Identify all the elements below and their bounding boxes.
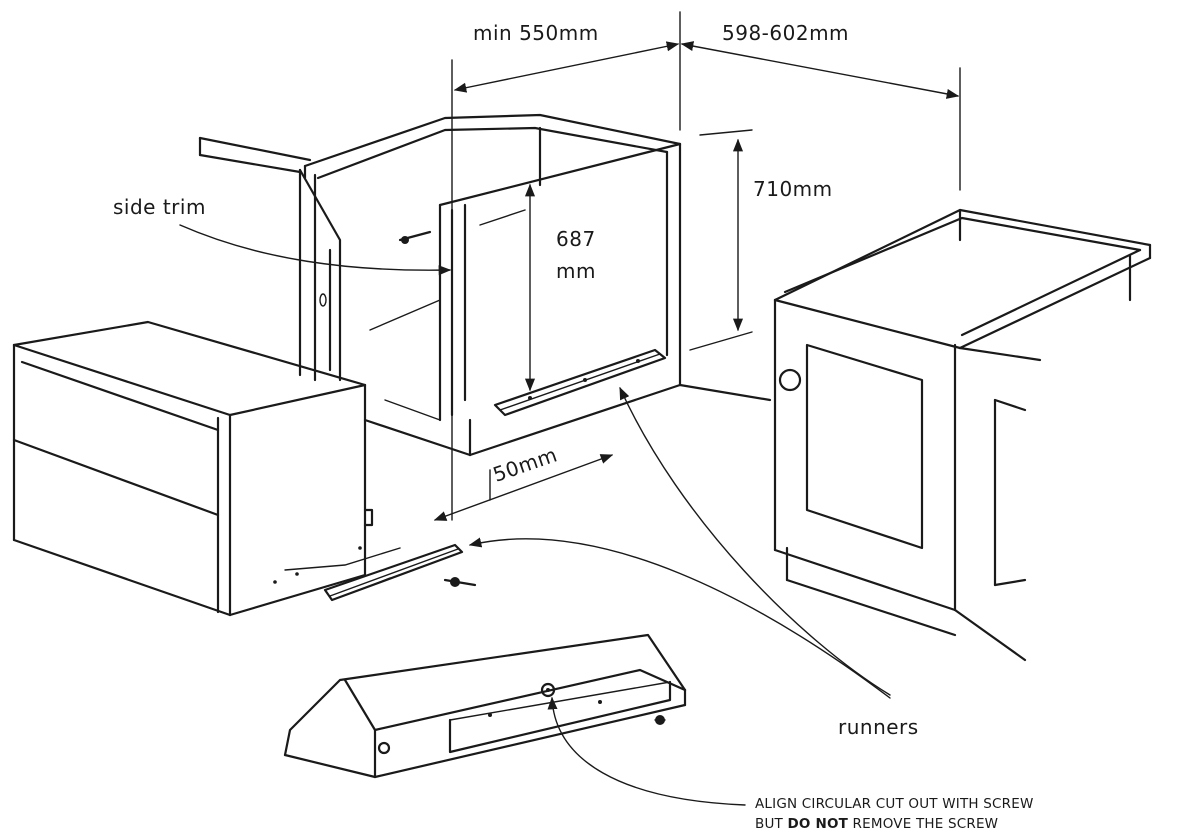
instruction-line-1: ALIGN CIRCULAR CUT OUT WITH SCREW [755, 796, 1034, 812]
inner-height-unit-label: mm [556, 259, 596, 283]
side-trim-label: side trim [113, 195, 206, 219]
dimension-lines [433, 11, 961, 521]
instruction-line-2-suffix: REMOVE THE SCREW [848, 816, 998, 832]
runner-detail-inset [283, 633, 687, 779]
instruction-do-not: DO NOT [787, 816, 848, 832]
depth-dimension-label: min 550mm [473, 21, 599, 45]
runners-label: runners [838, 715, 919, 739]
offset-dimension-label: 50mm [490, 442, 561, 486]
width-dimension-label: 598-602mm [722, 21, 849, 45]
inner-height-value-label: 687 [556, 227, 596, 251]
cavity-cabinet [298, 113, 772, 457]
leader-lines [179, 224, 891, 806]
right-cabinet [773, 208, 1152, 662]
cavity-height-label: 710mm [753, 177, 833, 201]
warming-drawer [12, 320, 477, 617]
left-countertop [198, 136, 312, 174]
instruction-line-2-prefix: BUT [755, 816, 787, 832]
instruction-line-2: BUT DO NOT REMOVE THE SCREW [755, 816, 998, 832]
